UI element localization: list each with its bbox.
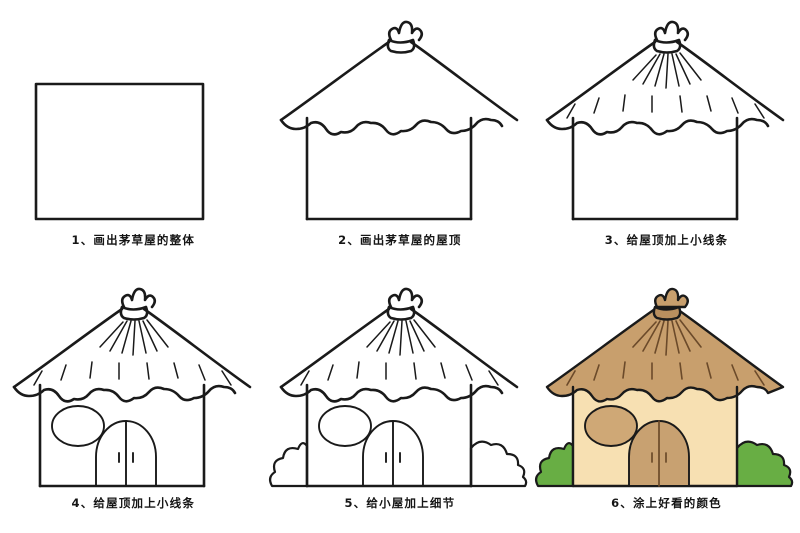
- step-3-drawing: [533, 0, 799, 228]
- hut-body-rectangle: [34, 82, 205, 221]
- roof-slope-left: [279, 40, 391, 122]
- roof-knot-band: [653, 305, 682, 321]
- roof-slope-left: [12, 307, 124, 389]
- roof-slope-left: [279, 307, 391, 389]
- roof-slope-right: [676, 40, 785, 122]
- roof-eave-wave: [12, 384, 237, 403]
- roof-knot-band: [386, 305, 416, 321]
- tutorial-step-1: 1、画出茅草屋的整体: [0, 0, 267, 266]
- roof-knot-crown: [387, 287, 423, 309]
- bush-right: [469, 440, 528, 488]
- tutorial-step-3: 3、给屋顶加上小线条: [533, 0, 800, 266]
- roof-knot-band: [119, 305, 149, 321]
- roof-slope-right: [409, 40, 519, 122]
- step-1-caption: 1、画出茅草屋的整体: [71, 233, 196, 247]
- step-5-drawing: [267, 267, 533, 495]
- roof-thatch-lines-colored: [566, 319, 766, 386]
- roof-knot-crown: [387, 20, 423, 42]
- roof-knot-band: [653, 38, 682, 54]
- roof-slope-right: [409, 307, 519, 389]
- roof-knot-crown: [121, 287, 157, 309]
- bush-right: [736, 440, 794, 488]
- roof-slope-right: [142, 307, 252, 389]
- bushes-outline: [268, 440, 528, 488]
- bush-left: [268, 442, 308, 488]
- roof-slope-left: [546, 40, 657, 122]
- roof-knot-crown: [654, 287, 690, 309]
- tutorial-step-4: 4、给屋顶加上小线条: [0, 267, 267, 533]
- step-6-drawing: [533, 267, 799, 495]
- step-3-caption: 3、给屋顶加上小线条: [604, 233, 729, 247]
- hut-window-oval: [317, 405, 372, 447]
- tutorial-row-bottom: 4、给屋顶加上小线条: [0, 267, 800, 533]
- step-2-caption: 2、画出茅草屋的屋顶: [338, 233, 462, 247]
- tutorial-step-6: 6、涂上好看的颜色: [533, 267, 800, 533]
- roof-knot-crown: [654, 20, 690, 42]
- step-2-drawing: [267, 0, 533, 228]
- roof-knot-band: [386, 38, 416, 54]
- tutorial-step-2: 2、画出茅草屋的屋顶: [267, 0, 534, 266]
- step-1-drawing: [0, 0, 266, 228]
- roof-thatch-lines: [33, 319, 233, 386]
- hut-window-oval: [51, 405, 106, 447]
- roof-fill: [546, 307, 785, 403]
- roof-thatch-lines: [300, 319, 499, 386]
- roof-thatch-lines: [566, 52, 766, 119]
- step-4-drawing: [0, 267, 266, 495]
- step-6-caption: 6、涂上好看的颜色: [611, 496, 722, 510]
- step-5-caption: 5、给小屋加上细节: [344, 496, 456, 510]
- tutorial-step-5: 5、给小屋加上细节: [267, 267, 534, 533]
- roof-eave-wave: [279, 384, 504, 403]
- roof-eave-wave: [546, 117, 770, 136]
- hut-window-oval: [584, 405, 639, 447]
- step-4-caption: 4、给屋顶加上小线条: [71, 496, 196, 510]
- bushes-colored: [535, 440, 794, 488]
- roof-eave-wave: [279, 117, 504, 136]
- tutorial-row-top: 1、画出茅草屋的整体: [0, 0, 800, 266]
- bush-left: [535, 442, 575, 488]
